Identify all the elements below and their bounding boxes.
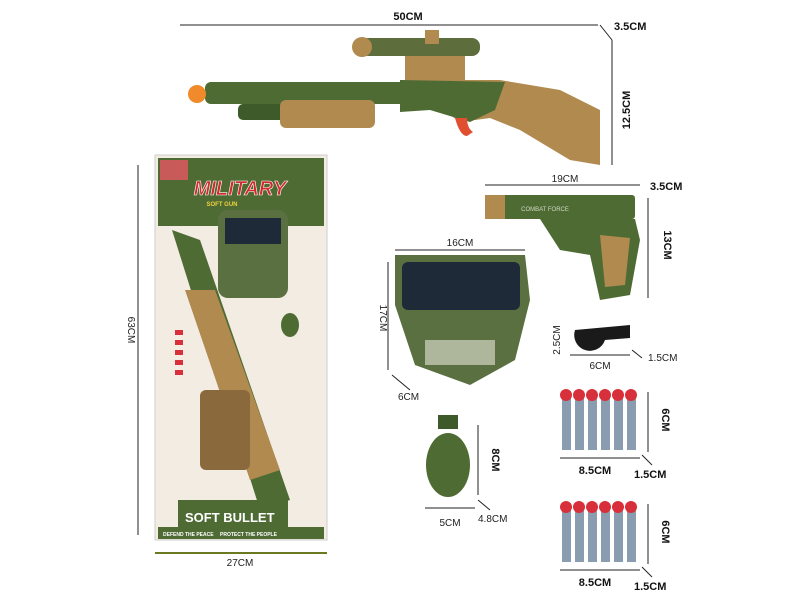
grenade-height-label: 8CM xyxy=(489,448,501,471)
darts-pack-2 xyxy=(560,501,637,562)
package-bottom-title: SOFT BULLET xyxy=(185,510,275,525)
pistol: COMBAT FORCE xyxy=(485,195,640,300)
pistol-engraving: COMBAT FORCE xyxy=(521,207,569,213)
shotgun-length-label: 50CM xyxy=(393,11,422,23)
pistol-length-label: 19CM xyxy=(552,174,579,185)
darts-pack-1 xyxy=(560,389,637,450)
shotgun-height-label: 12.5CM xyxy=(621,91,633,130)
whistle-depth-label: 1.5CM xyxy=(648,353,677,364)
mask xyxy=(395,255,530,385)
package-brand: MILITARY xyxy=(194,178,288,200)
whistle xyxy=(574,325,630,351)
shotgun-depth-label: 3.5CM xyxy=(614,21,646,33)
mask-width-label: 16CM xyxy=(447,238,474,249)
pistol-height-label: 13CM xyxy=(661,230,673,259)
pistol-depth-label: 3.5CM xyxy=(650,181,682,193)
darts1-height-label: 6CM xyxy=(659,408,671,431)
mask-height-label: 17CM xyxy=(377,305,388,332)
darts1-width-label: 8.5CM xyxy=(579,465,611,477)
darts2-width-label: 8.5CM xyxy=(579,577,611,589)
slogan-left: DEFEND THE PEACE xyxy=(163,532,214,538)
package-width-label: 27CM xyxy=(227,558,254,569)
package-card: MILITARY SOFT GUN SOFT BULLET DEFEND THE… xyxy=(154,154,328,541)
grenade-width-label: 5CM xyxy=(439,518,460,529)
package-height-label: 63CM xyxy=(125,317,136,344)
darts1-depth-label: 1.5CM xyxy=(634,469,666,481)
whistle-height-label: 2.5CM xyxy=(552,325,563,354)
package-subtitle: SOFT GUN xyxy=(207,202,238,208)
darts2-depth-label: 1.5CM xyxy=(634,581,666,593)
grenade xyxy=(426,415,470,497)
shotgun xyxy=(188,30,600,165)
darts2-height-label: 6CM xyxy=(659,520,671,543)
slogan-right: PROTECT THE PEOPLE xyxy=(220,532,278,538)
mask-depth-label: 6CM xyxy=(398,392,419,403)
whistle-width-label: 6CM xyxy=(589,361,610,372)
grenade-depth-label: 4.8CM xyxy=(478,514,507,525)
